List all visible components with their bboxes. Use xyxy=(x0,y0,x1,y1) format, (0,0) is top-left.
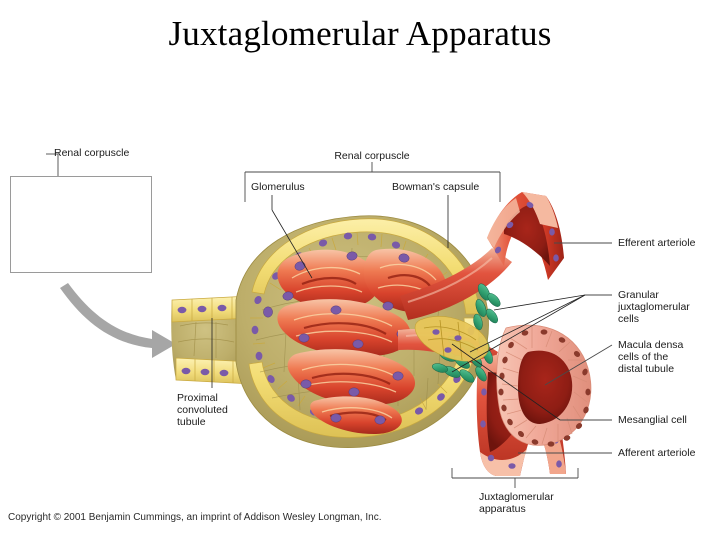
label-granular-line2: juxtaglomerular xyxy=(618,301,690,313)
zoom-arrow-icon xyxy=(60,283,176,358)
label-renal-corpuscle: Renal corpuscle xyxy=(334,150,410,162)
leader-macula-densa xyxy=(544,344,613,386)
bracket-juxtaglomerular-apparatus xyxy=(451,468,579,488)
label-macula-densa-line3: distal tubule xyxy=(618,363,675,375)
label-proximal-line1: Proximal xyxy=(177,392,218,404)
label-jg-apparatus-line1: Juxtaglomerular xyxy=(479,491,554,503)
label-proximal-line3: tubule xyxy=(177,416,206,428)
leader-mesangial-cell xyxy=(451,343,612,421)
label-jg-apparatus-line2: apparatus xyxy=(479,503,526,515)
page-title: Juxtaglomerular Apparatus xyxy=(168,14,552,53)
label-macula-densa-line1: Macula densa xyxy=(618,339,684,351)
label-bowmans-capsule: Bowman's capsule xyxy=(392,181,480,193)
label-inset-renal-corpuscle: Renal corpuscle xyxy=(54,147,130,159)
label-macula-densa-line2: cells of the xyxy=(618,351,669,363)
macula-densa-distal-tubule xyxy=(496,324,592,447)
copyright-notice: Copyright © 2001 Benjamin Cummings, an i… xyxy=(8,512,382,523)
label-granular-line1: Granular xyxy=(618,289,659,301)
inset-frame-renal-corpuscle xyxy=(10,176,152,273)
leader-glomerulus xyxy=(271,195,313,279)
label-mesangial-cell: Mesanglial cell xyxy=(618,414,687,426)
label-glomerulus: Glomerulus xyxy=(251,181,305,193)
label-proximal-line2: convoluted xyxy=(177,404,228,416)
mesangial-cells xyxy=(414,316,489,362)
label-afferent-arteriole: Afferent arteriole xyxy=(618,447,696,459)
label-granular-line3: cells xyxy=(618,313,640,325)
efferent-arteriole xyxy=(487,192,564,280)
label-efferent-arteriole: Efferent arteriole xyxy=(618,237,696,249)
bracket-renal-corpuscle xyxy=(244,162,501,202)
